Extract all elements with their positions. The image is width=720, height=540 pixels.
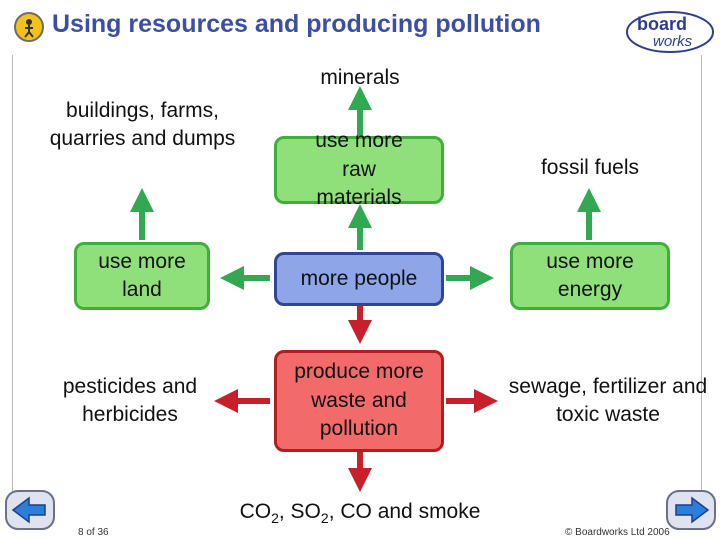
gas-rest: , CO and smoke bbox=[328, 500, 481, 523]
topic-icon bbox=[14, 12, 44, 42]
page-title: Using resources and producing pollution bbox=[52, 10, 541, 38]
logo-top-text: board bbox=[637, 14, 687, 34]
gas-so2: , SO bbox=[278, 500, 321, 523]
gas-so2-sub: 2 bbox=[320, 510, 329, 527]
copyright: © Boardworks Ltd 2006 bbox=[565, 527, 670, 538]
label-pesticides: pesticides and herbicides bbox=[62, 375, 198, 427]
boardworks-logo-icon: board works bbox=[626, 11, 714, 53]
label-buildings: buildings, farms, quarries and dumps bbox=[49, 99, 236, 151]
arrow-left-icon bbox=[11, 496, 46, 524]
page-number: 8 of 36 bbox=[78, 527, 109, 538]
logo-bottom-text: works bbox=[653, 33, 693, 50]
label-fossil-fuels: fossil fuels bbox=[540, 156, 640, 179]
gas-co2-sub: 2 bbox=[271, 510, 279, 527]
box-produce-waste: produce more waste and pollution bbox=[274, 350, 444, 452]
arrow-right-icon bbox=[675, 496, 710, 524]
box-more-people: more people bbox=[274, 252, 444, 306]
gas-co2: CO bbox=[239, 500, 272, 523]
label-sewage: sewage, fertilizer and toxic waste bbox=[508, 375, 708, 427]
slide-frame bbox=[12, 55, 702, 518]
label-gases: CO2, SO2, CO and smoke bbox=[205, 498, 515, 528]
label-minerals: minerals bbox=[320, 66, 400, 89]
box-use-more-raw-materials: use more raw materials bbox=[274, 129, 444, 209]
box-use-more-energy: use more energy bbox=[510, 242, 670, 310]
prev-slide-button[interactable] bbox=[5, 490, 55, 530]
box-use-more-land: use more land bbox=[74, 242, 210, 310]
next-slide-button[interactable] bbox=[666, 490, 716, 530]
slide-header: Using resources and producing pollution … bbox=[0, 0, 720, 53]
